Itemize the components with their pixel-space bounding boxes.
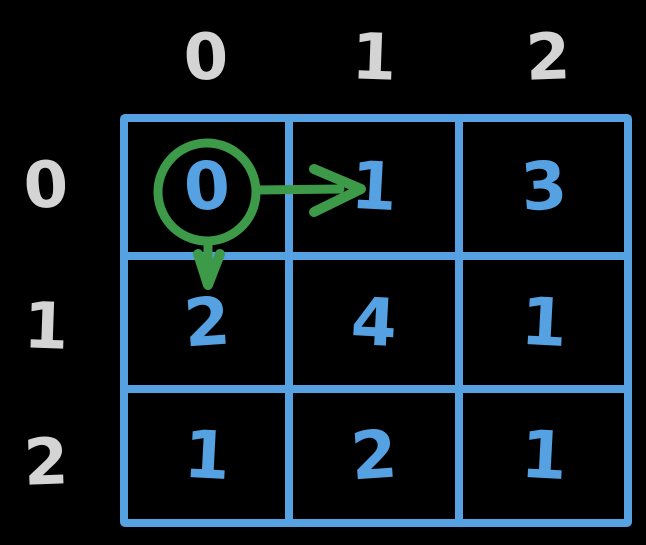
row-header-0: 0 <box>21 147 71 225</box>
col-header-2: 2 <box>524 20 572 96</box>
cell-1-2: 1 <box>463 260 624 393</box>
matrix-grid: 0 1 3 2 4 1 1 2 1 <box>120 114 632 527</box>
row-header-1: 1 <box>22 289 70 365</box>
cell-1-0: 2 <box>128 260 293 393</box>
cell-value: 4 <box>349 282 399 362</box>
cell-value: 1 <box>518 415 569 496</box>
cell-value: 2 <box>180 281 233 363</box>
cell-value: 0 <box>180 146 233 227</box>
cell-0-0: 0 <box>128 122 293 260</box>
cell-value: 3 <box>517 146 570 227</box>
cell-value: 1 <box>518 282 569 362</box>
cell-0-2: 3 <box>463 122 624 260</box>
cell-value: 1 <box>181 415 232 496</box>
cell-value: 1 <box>349 146 399 227</box>
cell-1-1: 4 <box>293 260 463 393</box>
row-header-2: 2 <box>22 425 70 501</box>
cell-value: 2 <box>348 415 400 496</box>
cell-2-2: 1 <box>463 393 624 519</box>
col-header-1: 1 <box>350 20 398 96</box>
cell-2-0: 1 <box>128 393 293 519</box>
cell-2-1: 2 <box>293 393 463 519</box>
cell-0-1: 1 <box>293 122 463 260</box>
col-header-0: 0 <box>181 19 231 97</box>
